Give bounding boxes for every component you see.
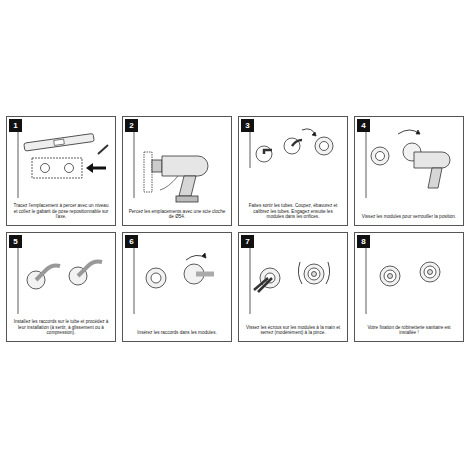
insert-fittings-part bbox=[196, 272, 214, 277]
installed-fixation-part bbox=[420, 262, 440, 282]
level-and-template-part bbox=[41, 164, 50, 173]
insert-fittings-part bbox=[202, 253, 206, 258]
installed-fixation-part bbox=[380, 266, 400, 286]
screwing-modules-part bbox=[416, 130, 420, 134]
step-caption: Vissez les écrous sur les modules à la m… bbox=[244, 325, 342, 336]
drill-with-hole-saw-part bbox=[176, 196, 198, 202]
pliers-and-nuts-part bbox=[250, 242, 251, 314]
drill-with-hole-saw bbox=[134, 126, 208, 202]
screwing-modules-part bbox=[371, 147, 389, 165]
drill-with-hole-saw-part bbox=[144, 152, 152, 192]
step-caption: Tracez l'emplacement à percer avec un ni… bbox=[12, 203, 110, 220]
drill-with-hole-saw-part bbox=[152, 160, 162, 172]
insert-fittings bbox=[134, 242, 214, 314]
step-number-badge: 2 bbox=[125, 119, 138, 132]
pliers-and-nuts-part bbox=[260, 268, 280, 288]
installed-fixation-part bbox=[384, 270, 396, 282]
step-number-badge: 1 bbox=[9, 119, 22, 132]
pipes-and-modules-part bbox=[250, 126, 251, 168]
drill-with-hole-saw-part bbox=[134, 126, 135, 198]
pipes-and-modules-part bbox=[315, 137, 333, 155]
pliers-and-nuts-part bbox=[298, 262, 329, 284]
step-number-badge: 4 bbox=[357, 119, 370, 132]
pipes-and-modules-part bbox=[256, 146, 272, 162]
level-and-template-part bbox=[98, 145, 108, 154]
step-panel: Faites sortir les tubes. Coupez, ébavure… bbox=[238, 116, 348, 226]
step-caption: Installez les raccords sur le tube et pr… bbox=[12, 319, 110, 336]
level-and-template-part bbox=[86, 163, 93, 173]
pliers-and-nuts bbox=[250, 242, 330, 314]
installed-fixation-part bbox=[388, 274, 393, 279]
pliers-and-nuts-part bbox=[308, 268, 320, 280]
level-and-template bbox=[18, 126, 108, 198]
screwing-modules bbox=[366, 126, 450, 198]
step-number-badge: 3 bbox=[241, 119, 254, 132]
step-panel: Vissez les modules pour verrouiller la p… bbox=[354, 116, 464, 226]
pipes-and-modules-part bbox=[312, 132, 316, 136]
step-number: 3 bbox=[245, 122, 249, 130]
step-number: 2 bbox=[129, 122, 133, 130]
pipes-and-modules-part bbox=[320, 142, 329, 151]
step-number: 8 bbox=[361, 238, 365, 246]
level-and-template-part-part bbox=[54, 139, 65, 145]
step-number-badge: 6 bbox=[125, 235, 138, 248]
step-panel: Installez les raccords sur le tube et pr… bbox=[6, 232, 116, 342]
screwing-modules-part bbox=[414, 152, 450, 168]
step-number: 6 bbox=[129, 238, 133, 246]
step-caption: Faites sortir les tubes. Coupez, ébavure… bbox=[244, 203, 342, 220]
step-caption: Votre fixation de robinetterie sanitaire… bbox=[360, 325, 458, 336]
step-panel: Insérez les raccords dans les modules. 6 bbox=[122, 232, 232, 342]
level-and-template-part bbox=[65, 164, 74, 173]
step-panel: Vissez les écrous sur les modules à la m… bbox=[238, 232, 348, 342]
fittings-part bbox=[18, 242, 19, 314]
insert-fittings-part bbox=[146, 268, 166, 288]
pipes-and-modules-part bbox=[302, 129, 316, 136]
fittings bbox=[18, 242, 102, 314]
pliers-and-nuts-part bbox=[254, 278, 272, 292]
pliers-and-nuts-part bbox=[304, 264, 324, 284]
insert-fittings-part bbox=[134, 242, 135, 314]
level-and-template-part bbox=[24, 133, 94, 151]
step-panel: Percez les emplacements avec une scie cl… bbox=[122, 116, 232, 226]
step-number-badge: 5 bbox=[9, 235, 22, 248]
level-and-template-part bbox=[18, 126, 19, 198]
step-caption: Vissez les modules pour verrouiller la p… bbox=[360, 214, 458, 220]
step-caption: Insérez les raccords dans les modules. bbox=[128, 330, 226, 336]
pipes-and-modules bbox=[250, 126, 333, 168]
step-caption: Percez les emplacements avec une scie cl… bbox=[128, 209, 226, 220]
step-number: 1 bbox=[13, 122, 17, 130]
drill-with-hole-saw-part bbox=[160, 176, 178, 190]
pipes-and-modules-part bbox=[292, 140, 302, 146]
pliers-and-nuts-part bbox=[312, 272, 317, 277]
step-number-badge: 8 bbox=[357, 235, 370, 248]
insert-fittings-part bbox=[151, 273, 161, 283]
fittings-part bbox=[78, 262, 102, 277]
step-panel: Tracez l'emplacement à percer avec un ni… bbox=[6, 116, 116, 226]
level-and-template-part-part bbox=[24, 133, 94, 151]
screwing-modules-part bbox=[428, 168, 442, 188]
screwing-modules-part bbox=[398, 130, 420, 134]
drill-with-hole-saw-part bbox=[162, 156, 208, 176]
step-number: 7 bbox=[245, 238, 249, 246]
step-number: 4 bbox=[361, 122, 365, 130]
step-number-badge: 7 bbox=[241, 235, 254, 248]
pipes-and-modules-part bbox=[264, 150, 272, 154]
fittings-part bbox=[36, 266, 60, 281]
screwing-modules-part bbox=[376, 152, 385, 161]
installed-fixation-part bbox=[428, 270, 433, 275]
installed-fixation bbox=[366, 242, 440, 314]
installed-fixation-part bbox=[424, 266, 436, 278]
drill-with-hole-saw-part bbox=[179, 176, 196, 196]
step-panel: Votre fixation de robinetterie sanitaire… bbox=[354, 232, 464, 342]
screwing-modules-part bbox=[366, 126, 367, 198]
level-and-template-part bbox=[32, 158, 82, 178]
step-number: 5 bbox=[13, 238, 17, 246]
installed-fixation-part bbox=[366, 242, 367, 314]
